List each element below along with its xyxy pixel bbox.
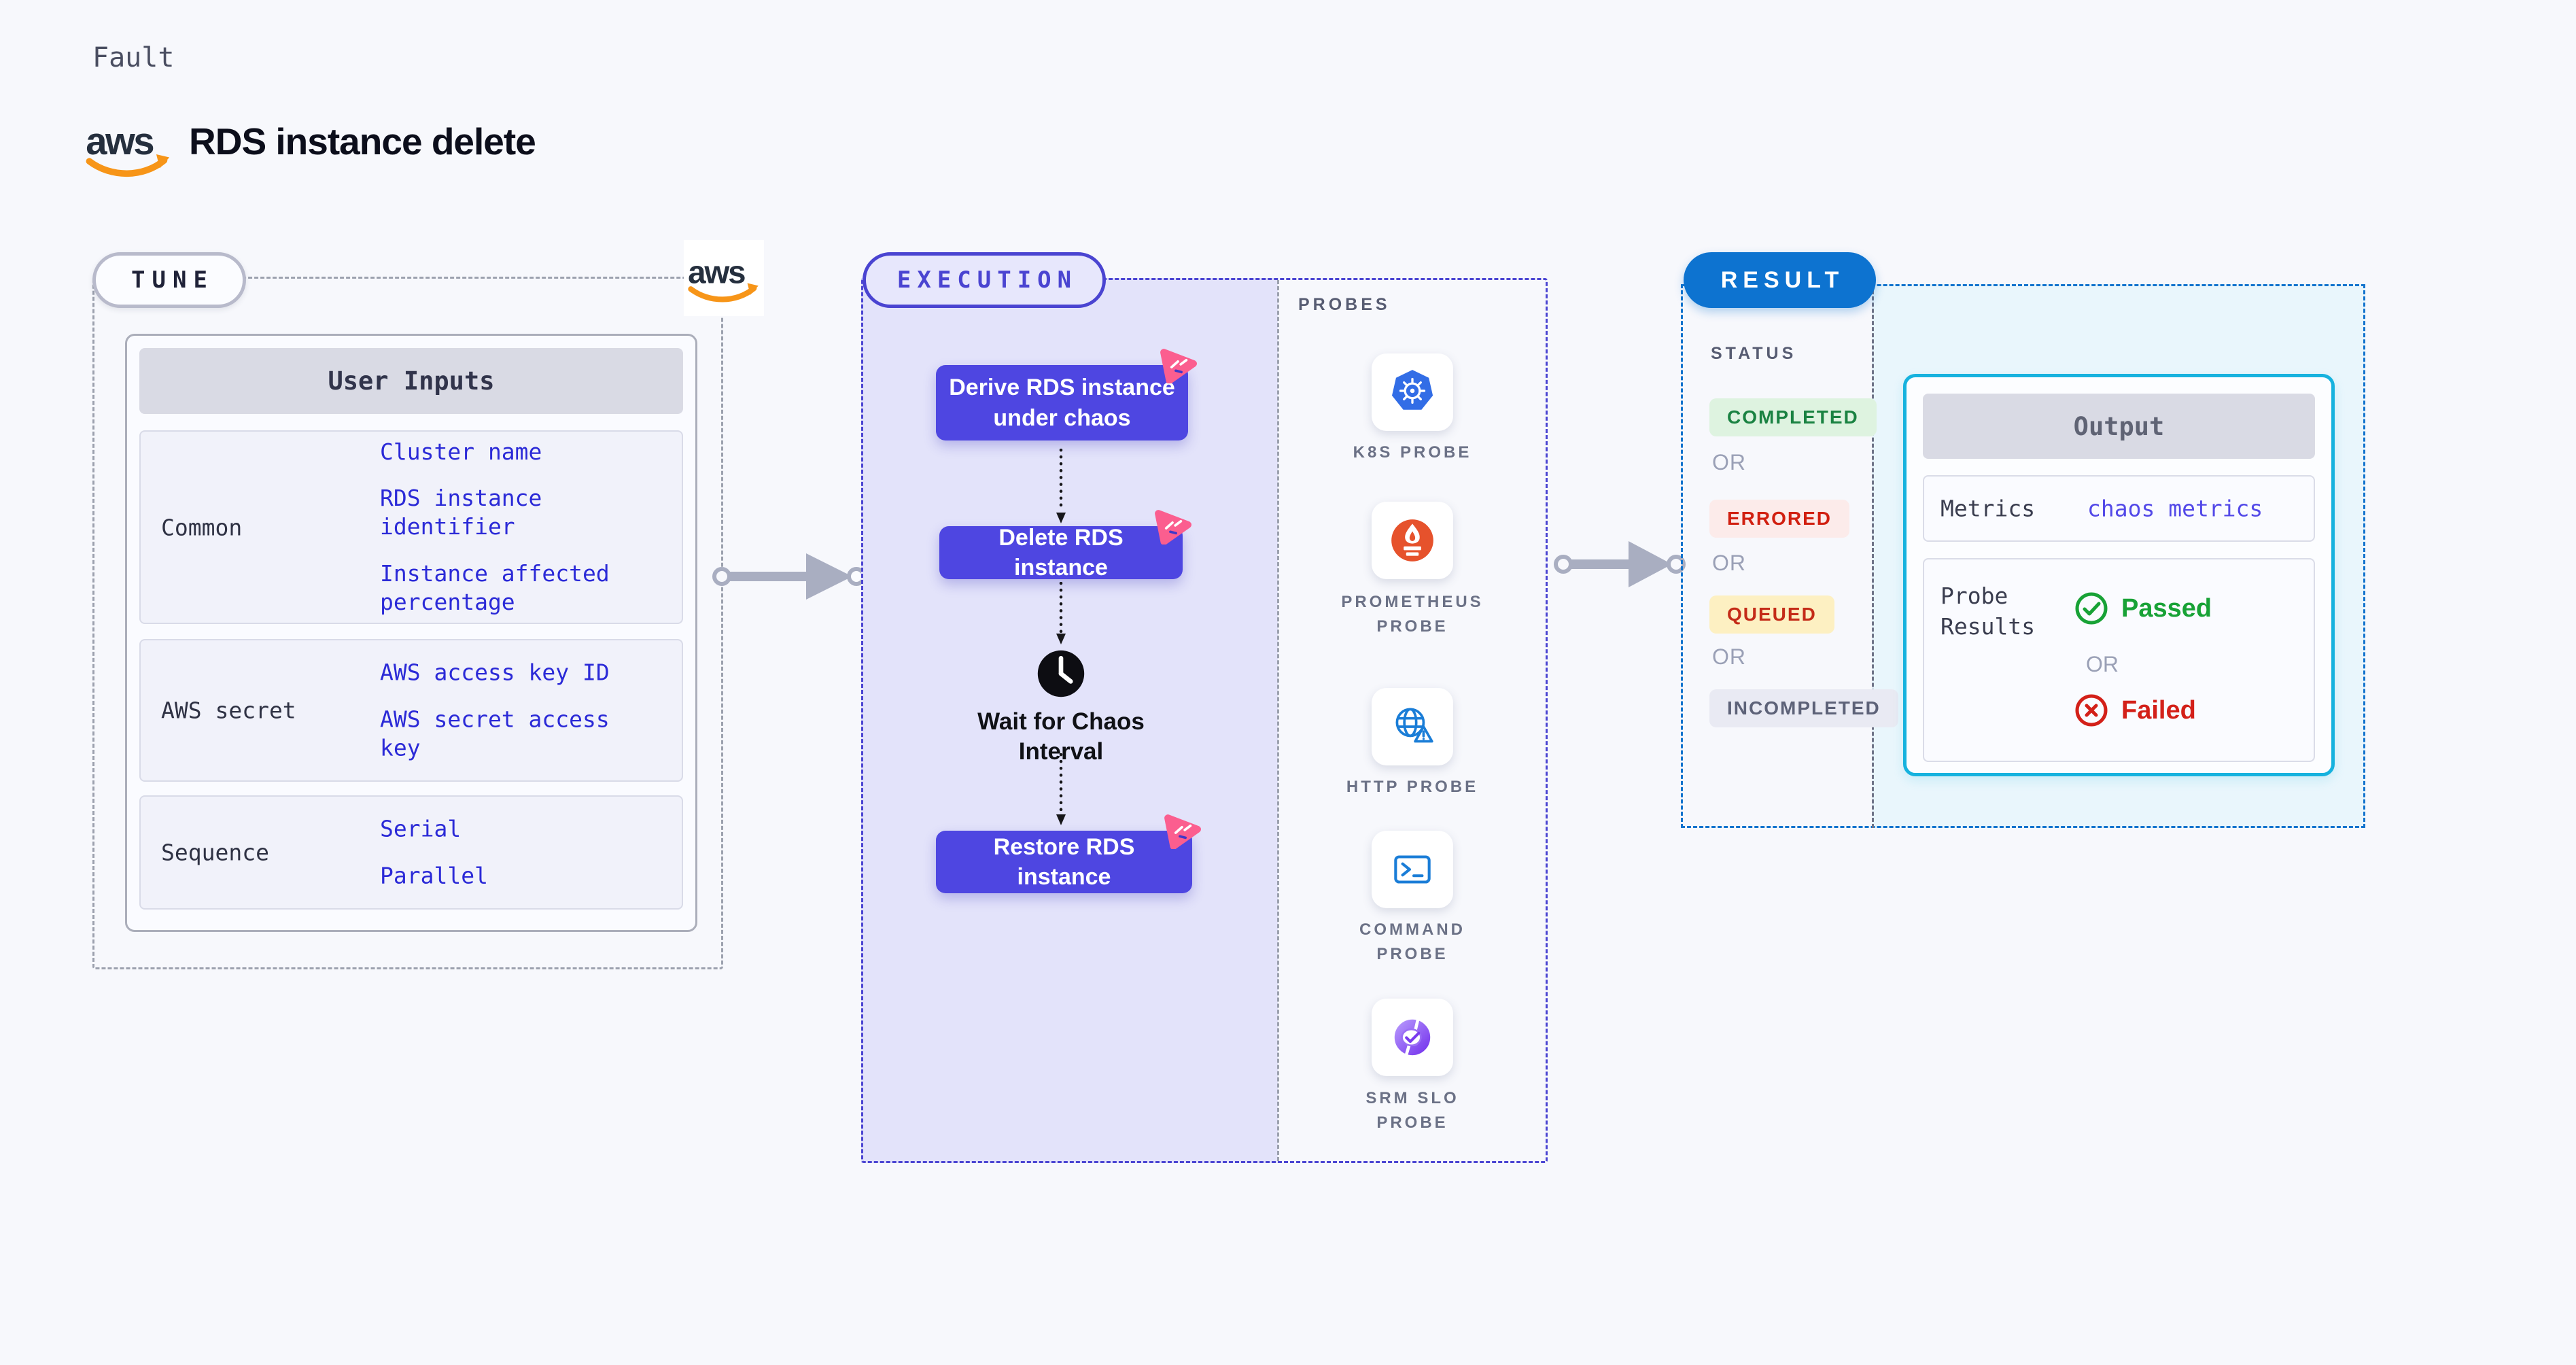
probe-tile-command: [1372, 831, 1453, 908]
link-instance-affected-percentage[interactable]: Instance affected percentage: [380, 560, 610, 616]
connector-arrow: [1056, 582, 1066, 644]
or-separator: OR: [1712, 450, 1746, 474]
clock-icon: [1037, 650, 1085, 697]
flow-arrow-execution-to-result: [1554, 541, 1686, 587]
tune-row-sequence: Sequence Serial Parallel: [139, 795, 683, 910]
x-circle-icon: [2075, 694, 2108, 727]
step-label: Delete RDS instance: [998, 524, 1124, 581]
status-badge-completed: COMPLETED: [1709, 398, 1877, 436]
check-circle-icon: [2075, 592, 2108, 625]
row-label: Sequence: [161, 839, 269, 866]
step-delete-rds-instance: Delete RDS instance: [939, 510, 1191, 581]
or-separator: OR: [1712, 551, 1746, 575]
row-links: AWS access key ID AWS secret access key: [380, 659, 638, 763]
globe-alert-icon: [1395, 708, 1433, 743]
output-card: Output Metrics chaos metrics Probe Resul…: [1903, 374, 2335, 776]
link-aws-secret-access-key[interactable]: AWS secret access key: [380, 706, 610, 761]
fault-category-label: Fault: [92, 42, 175, 73]
row-links: Serial Parallel: [380, 815, 638, 891]
tune-section-frame: [92, 277, 723, 969]
step-derive-rds-instance: Derive RDS instance under chaos: [936, 349, 1197, 440]
user-inputs-header: User Inputs: [139, 348, 683, 414]
probes-divider: [1277, 280, 1279, 1161]
probe-results-label: Probe Results: [1940, 583, 2036, 640]
tune-row-common: Common Cluster name RDS instance identif…: [139, 430, 683, 624]
aws-logo: aws: [84, 116, 173, 180]
connector-arrow: [1056, 753, 1066, 825]
status-title: STATUS: [1711, 344, 1797, 363]
step-label: Restore RDS instance: [993, 833, 1135, 890]
link-rds-instance-identifier[interactable]: RDS instance identifier: [380, 485, 542, 540]
probe-result-failed: Failed: [2074, 693, 2196, 728]
probe-tile-k8s: [1372, 353, 1453, 431]
step-label: Derive RDS instance under chaos: [949, 375, 1175, 431]
probe-tile-srm-slo: [1372, 999, 1453, 1076]
probe-tile-prometheus: [1372, 502, 1453, 579]
failed-label: Failed: [2121, 695, 2196, 725]
output-header: Output: [1923, 394, 2315, 459]
probes-title: PROBES: [1298, 295, 1391, 314]
tune-pill: TUNE: [92, 252, 246, 308]
probe-tile-http: [1372, 688, 1453, 765]
probe-result-passed: Passed: [2074, 591, 2212, 626]
svg-text:aws: aws: [86, 119, 154, 162]
status-badge-incompleted: INCOMPLETED: [1709, 689, 1898, 727]
probe-label-http: HTTP PROBE: [1346, 778, 1479, 796]
result-divider: [1872, 284, 1874, 828]
probe-label-prometheus: PROMETHEUS PROBE: [1341, 593, 1484, 636]
chaos-fault-icon: [1160, 349, 1197, 383]
row-links: Cluster name RDS instance identifier Ins…: [380, 438, 638, 617]
tune-row-aws-secret: AWS secret AWS access key ID AWS secret …: [139, 639, 683, 782]
probe-label-k8s: K8S PROBE: [1353, 443, 1472, 462]
status-badge-queued: QUEUED: [1709, 595, 1834, 634]
result-pill: RESULT: [1684, 252, 1876, 308]
link-parallel[interactable]: Parallel: [380, 862, 488, 889]
metrics-row: Metrics chaos metrics: [1923, 475, 2315, 542]
aws-logo-small: aws: [684, 240, 764, 316]
row-label: AWS secret: [161, 697, 296, 724]
connector-arrow: [1056, 449, 1066, 523]
execution-section-frame: [861, 278, 1548, 1163]
passed-label: Passed: [2121, 593, 2212, 623]
svg-text:aws: aws: [688, 255, 745, 291]
link-aws-access-key-id[interactable]: AWS access key ID: [380, 659, 610, 686]
probe-label-srm-slo: SRM SLO PROBE: [1365, 1089, 1459, 1132]
or-separator: OR: [2086, 652, 2119, 676]
link-serial[interactable]: Serial: [380, 815, 462, 842]
flow-arrow-tune-to-execution: [712, 553, 866, 600]
step-restore-rds-instance: Restore RDS instance: [936, 814, 1201, 893]
page-title: RDS instance delete: [189, 120, 536, 162]
slo-check-donut-icon: [1394, 1018, 1431, 1056]
chaos-fault-icon: [1164, 814, 1201, 849]
chaos-metrics-link[interactable]: chaos metrics: [2087, 495, 2263, 522]
probe-label-command: COMMAND PROBE: [1359, 920, 1465, 963]
link-cluster-name[interactable]: Cluster name: [380, 438, 542, 465]
chaos-fault-icon: [1155, 510, 1191, 545]
execution-pill: EXECUTION: [863, 252, 1106, 308]
terminal-icon: [1394, 855, 1431, 884]
kubernetes-icon: [1391, 370, 1433, 410]
prometheus-icon: [1391, 519, 1433, 561]
row-label: Common: [161, 514, 243, 540]
or-separator: OR: [1712, 644, 1746, 669]
status-badge-errored: ERRORED: [1709, 500, 1850, 538]
metrics-label: Metrics: [1940, 495, 2036, 522]
result-section-frame: [1681, 284, 2365, 828]
probe-results-row: Probe Results Passed OR Failed: [1923, 558, 2315, 762]
